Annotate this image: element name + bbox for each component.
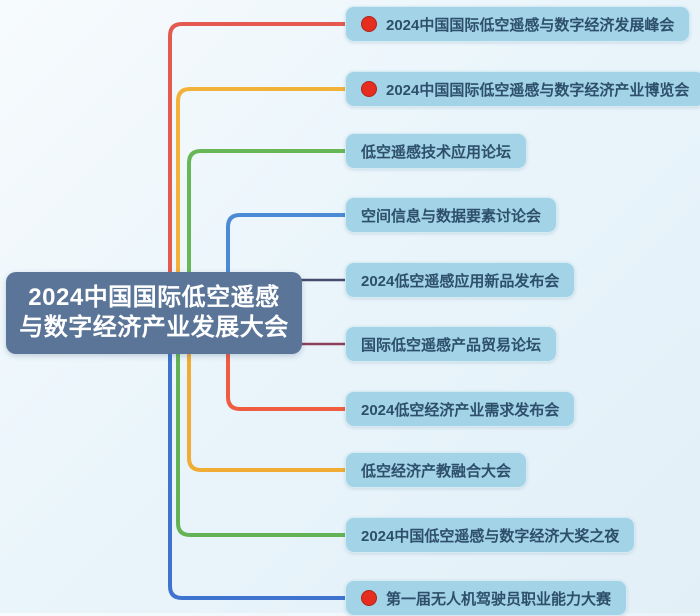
- branch-node-drone-competition[interactable]: 第一届无人机驾驶员职业能力大赛: [345, 580, 628, 616]
- connector-branch-7: [226, 352, 347, 411]
- branch-node-expo[interactable]: 2024中国国际低空遥感与数字经济产业博览会: [345, 71, 700, 107]
- branch-node-summit[interactable]: 2024中国国际低空遥感与数字经济发展峰会: [345, 6, 691, 42]
- connector-branch-9: [176, 352, 347, 537]
- red-dot-icon: [361, 590, 377, 606]
- branch-label: 低空遥感技术应用论坛: [361, 143, 512, 161]
- connector-branch-1: [168, 22, 347, 274]
- red-dot-icon: [361, 16, 377, 32]
- branch-label: 国际低空遥感产品贸易论坛: [361, 336, 542, 354]
- branch-node-product-launch[interactable]: 2024低空遥感应用新品发布会: [345, 262, 576, 298]
- root-node-label-line2: 与数字经济产业发展大会: [19, 314, 289, 341]
- branch-label: 2024中国国际低空遥感与数字经济发展峰会: [386, 16, 675, 34]
- connector-branch-10: [168, 352, 347, 600]
- branch-label: 空间信息与数据要素讨论会: [361, 207, 542, 225]
- branch-node-data-seminar[interactable]: 空间信息与数据要素讨论会: [345, 197, 558, 233]
- root-node-label-line1: 2024中国国际低空遥感: [28, 284, 280, 311]
- branch-node-trade-forum[interactable]: 国际低空遥感产品贸易论坛: [345, 326, 558, 362]
- branch-node-education-meeting[interactable]: 低空经济产教融合大会: [345, 452, 528, 488]
- branch-label: 2024低空遥感应用新品发布会: [361, 272, 560, 290]
- connector-branch-4: [226, 213, 347, 274]
- branch-node-tech-forum[interactable]: 低空遥感技术应用论坛: [345, 133, 528, 169]
- root-node[interactable]: 2024中国国际低空遥感 与数字经济产业发展大会: [6, 272, 302, 354]
- branch-node-demand-release[interactable]: 2024低空经济产业需求发布会: [345, 391, 576, 427]
- connector-branch-2: [176, 87, 347, 274]
- connector-branch-8: [187, 352, 347, 472]
- branch-label: 2024中国国际低空遥感与数字经济产业博览会: [386, 81, 690, 99]
- connector-branch-3: [187, 149, 347, 274]
- red-dot-icon: [361, 81, 377, 97]
- branch-label: 2024中国低空遥感与数字经济大奖之夜: [361, 527, 620, 545]
- branch-label: 2024低空经济产业需求发布会: [361, 401, 560, 419]
- branch-node-award-night[interactable]: 2024中国低空遥感与数字经济大奖之夜: [345, 517, 636, 553]
- branch-label: 低空经济产教融合大会: [361, 462, 512, 480]
- branch-label: 第一届无人机驾驶员职业能力大赛: [386, 590, 612, 608]
